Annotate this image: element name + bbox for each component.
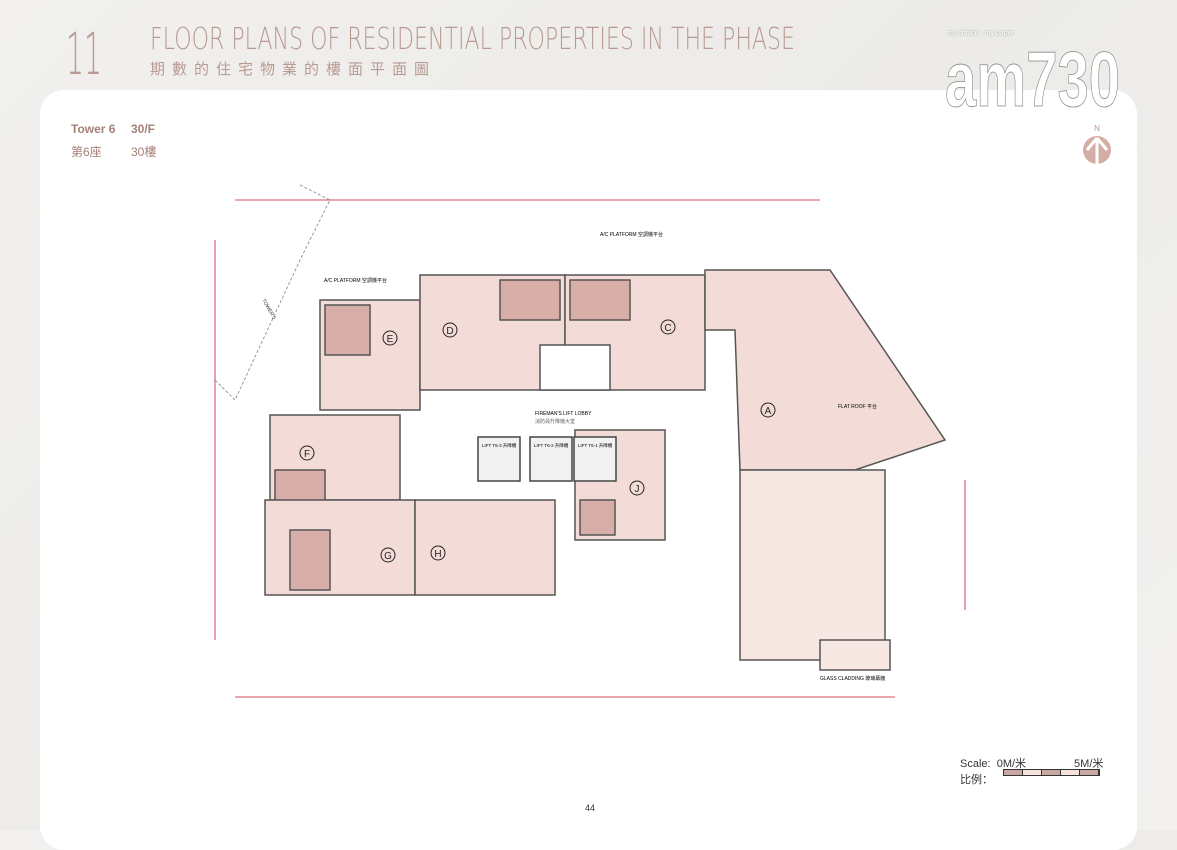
floor-label-zh: 30樓 [131, 145, 157, 159]
lift-label: LIFT T6-1 升降機 [578, 442, 613, 449]
unit-j: J [635, 484, 640, 495]
section-number: 11 [66, 20, 102, 80]
ac-platform-label: A/C PLATFORM 空調機平台 [600, 231, 663, 238]
unit-markers: A C D E F G H J [299, 319, 776, 563]
lifts [477, 436, 617, 482]
unit-g: G [384, 551, 392, 562]
tower-floor-en: Tower 6 30/F [71, 122, 155, 136]
unit-h: H [434, 549, 441, 560]
floor-label: 30/F [131, 122, 156, 136]
tower5-label: TOWER 5 [260, 298, 277, 321]
scale-label-zh: 比例： [960, 774, 993, 786]
glass-cladding-label: GLASS CLADDING 玻璃幕牆 [820, 675, 885, 682]
rooms [264, 269, 947, 671]
lobby-label: FIREMAN'S LIFT LOBBY [535, 411, 592, 417]
watermark-logo: my choice · my paper am730 [945, 30, 1135, 114]
unit-f: F [304, 449, 310, 460]
scale-legend: Scale: 0M/米 5M/米 比例： [960, 755, 1103, 787]
section-number-wrap: 11 [66, 20, 102, 80]
page-title-wrap: FLOOR PLANS OF RESIDENTIAL PROPERTIES IN… [150, 24, 795, 54]
watermark-tagline: my choice · my paper [947, 30, 1014, 37]
dimension-lines [214, 199, 966, 698]
unit-e: E [387, 334, 394, 345]
unit-a: A [765, 406, 772, 417]
watermark-brand-wrap: am730 [945, 40, 1120, 112]
scale-bar [1003, 769, 1100, 776]
scale-end: 5M/米 [1074, 758, 1104, 770]
flat-roof-label: FLAT ROOF 平台 [838, 403, 877, 410]
ac-platform-label: A/C PLATFORM 空調機平台 [324, 277, 387, 284]
lift-label: LIFT T6-2 升降機 [534, 442, 569, 449]
scale-label: Scale: [960, 758, 991, 770]
unit-c: C [664, 323, 671, 334]
floor-plan: TOWER 5 LIFT T6-3 升降機 LIFT T6-2 升降機 LIFT… [214, 184, 966, 698]
page-title: FLOOR PLANS OF RESIDENTIAL PROPERTIES IN… [150, 24, 795, 54]
scale-start: 0M/米 [996, 758, 1027, 770]
tower-floor-zh: 第6座 30樓 [71, 143, 156, 160]
page-number: 44 [585, 803, 596, 813]
tower-label-zh: 第6座 [71, 145, 102, 159]
north-arrow-icon: N [1083, 124, 1111, 164]
tower-label: Tower 6 [71, 122, 116, 136]
north-label: N [1094, 124, 1100, 133]
lift-label: LIFT T6-3 升降機 [482, 442, 517, 449]
watermark-brand: am730 [945, 40, 1120, 112]
lobby-label-zh: 消防員升降機大堂 [535, 418, 575, 425]
page-title-zh: 期數的住宅物業的樓面平面圖 [150, 61, 437, 78]
unit-d: D [446, 326, 453, 337]
